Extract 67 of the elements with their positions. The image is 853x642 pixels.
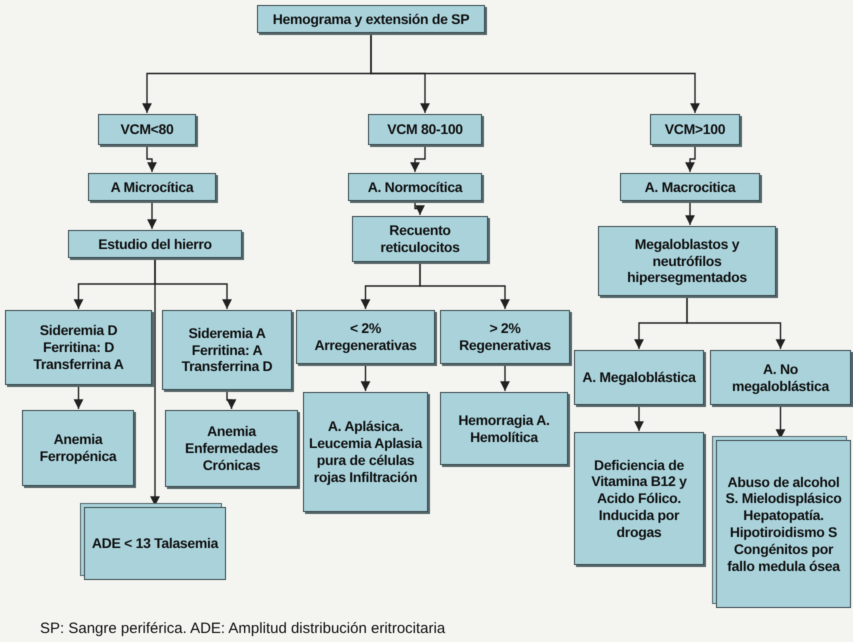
box-text: A. No megaloblástica — [731, 360, 830, 394]
arrow — [414, 202, 425, 215]
flowchart-box — [440, 310, 570, 364]
flowchart-box — [296, 310, 435, 364]
box-text: ADE < 13 Talasemia — [92, 535, 218, 552]
box-text: VCM>100 — [664, 121, 726, 138]
box-text: Estudio del hierro — [98, 236, 212, 252]
box-text: Transferrina D — [182, 358, 272, 376]
flowchart-box — [257, 5, 485, 33]
box-text: Sideremia A — [188, 324, 266, 342]
arrow — [685, 146, 696, 172]
flowchart-box — [620, 173, 760, 201]
box-text: Deficiencia de Vitamina B12 y Acido Fólico. Inducida por drogas — [590, 456, 688, 540]
arrow — [410, 146, 426, 172]
box-text: VCM<80 — [120, 121, 174, 138]
arrow — [370, 34, 700, 113]
arrow — [776, 406, 786, 439]
box-text: Megaloblastos y neutrófilos hipersegmentados — [626, 236, 748, 286]
box-text: > 2% — [489, 320, 521, 337]
box-text: A Microcítica — [110, 178, 194, 196]
arrow — [685, 202, 695, 225]
flowchart-box — [5, 310, 152, 385]
arrow — [74, 386, 84, 409]
arrow — [360, 365, 370, 391]
flowchart-box — [574, 350, 704, 405]
box-text: A. Aplásica. Leucemia Aplasia pura de células rojas Infiltración — [308, 418, 424, 486]
box-text: Anemia Ferropénica — [38, 431, 118, 465]
flowchart-box — [348, 173, 482, 201]
flowchart-box — [303, 392, 428, 512]
flowchart-box — [710, 350, 851, 405]
arrow — [146, 146, 157, 172]
flowchart-box — [574, 432, 704, 565]
arrow — [500, 365, 510, 391]
flowchart-box — [22, 410, 134, 486]
box-text: Ferritina: D — [42, 339, 114, 356]
arrow — [634, 406, 644, 431]
box-text: < 2% — [350, 320, 382, 337]
box-text: VCM 80-100 — [387, 121, 463, 138]
arrow — [226, 391, 236, 409]
arrow — [686, 297, 786, 349]
flowchart-box — [440, 392, 568, 465]
box-text: Arregenerativas — [314, 337, 417, 354]
flowchart-box — [650, 114, 740, 145]
flowchart-box — [598, 226, 776, 296]
box-text: Ferritina: A — [192, 342, 262, 358]
flowchart-box — [162, 310, 292, 390]
box-text: Transferrina A — [33, 356, 124, 373]
box-text: Anemia Enfermedades Crónicas — [184, 423, 279, 474]
caption: SP: Sangre periférica. ADE: Amplitud distribución eritrocitaria — [40, 620, 446, 637]
box-text: Recuento reticulocitos — [379, 222, 461, 256]
flowchart-box — [68, 230, 242, 258]
flowchart-box — [352, 216, 488, 262]
arrow — [150, 259, 160, 506]
box-text: Sideremia D — [40, 322, 118, 340]
box-text: A. Macrocitica — [644, 178, 736, 196]
box-text: A. Megaloblástica — [582, 369, 696, 386]
arrow — [147, 202, 157, 229]
flowchart-box — [368, 114, 482, 145]
box-text: Regenerativas — [459, 337, 551, 354]
box-text: Abuso de alcohol S. Mielodisplásico Hepatopatía. Hipotiroidismo S Congénitos por fallo medula ósea — [724, 474, 842, 574]
flowchart-box — [165, 410, 298, 487]
box-text: A. Normocítica — [368, 178, 462, 196]
flowchart-box — [88, 173, 216, 201]
flowchart-box — [98, 114, 196, 145]
arrow — [419, 263, 510, 309]
box-text: Hemograma y extensión de SP — [272, 10, 470, 28]
box-text: Hemorragia A. Hemolítica — [457, 412, 551, 446]
